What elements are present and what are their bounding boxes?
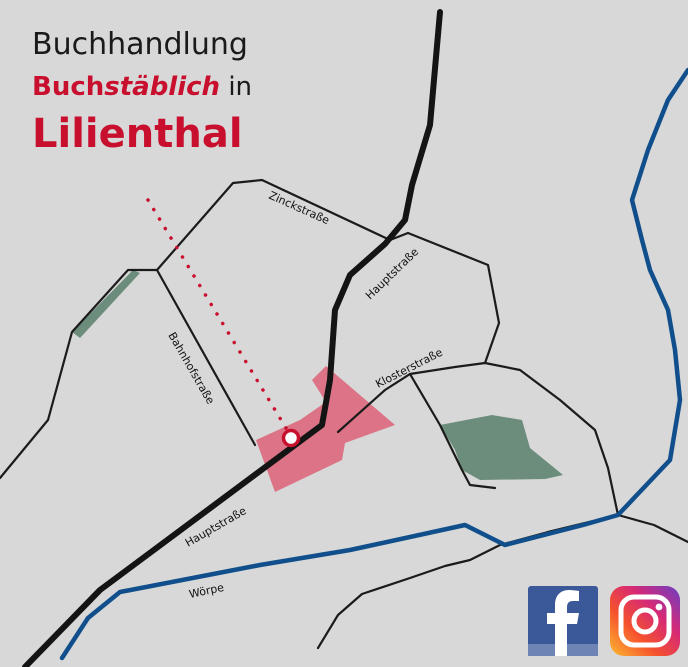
bookstore-location-marker[interactable] xyxy=(281,428,301,448)
river-label-woerpe: Wörpe xyxy=(188,581,225,601)
map-title: Buchhandlung Buchstäblich in Lilienthal xyxy=(32,27,252,157)
facebook-icon[interactable] xyxy=(528,586,598,656)
brand-name: Buchstäblich xyxy=(32,72,220,102)
minor-roads xyxy=(0,178,688,650)
park-east xyxy=(440,415,563,480)
title-line-brand: Buchstäblich in xyxy=(32,74,252,100)
title-town: Lilienthal xyxy=(32,111,243,157)
location-pointer-line xyxy=(146,198,291,435)
street-label-bahnhofstrasse: Bahnhofstraße xyxy=(165,330,217,407)
street-label-hauptstrasse-south: Hauptstraße xyxy=(183,504,249,550)
street-label-klosterstrasse: Klosterstraße xyxy=(373,346,444,391)
instagram-icon[interactable] xyxy=(610,586,680,656)
main-road xyxy=(22,9,443,667)
river-woerpe xyxy=(59,67,688,661)
brand-part-staeblich: stäblich xyxy=(104,72,221,102)
town-center-area xyxy=(256,366,395,492)
title-line-bookshop: Buchhandlung xyxy=(32,27,248,62)
brand-part-buch: Buch xyxy=(32,72,105,102)
title-connector: in xyxy=(220,72,253,102)
park-west xyxy=(72,270,140,338)
